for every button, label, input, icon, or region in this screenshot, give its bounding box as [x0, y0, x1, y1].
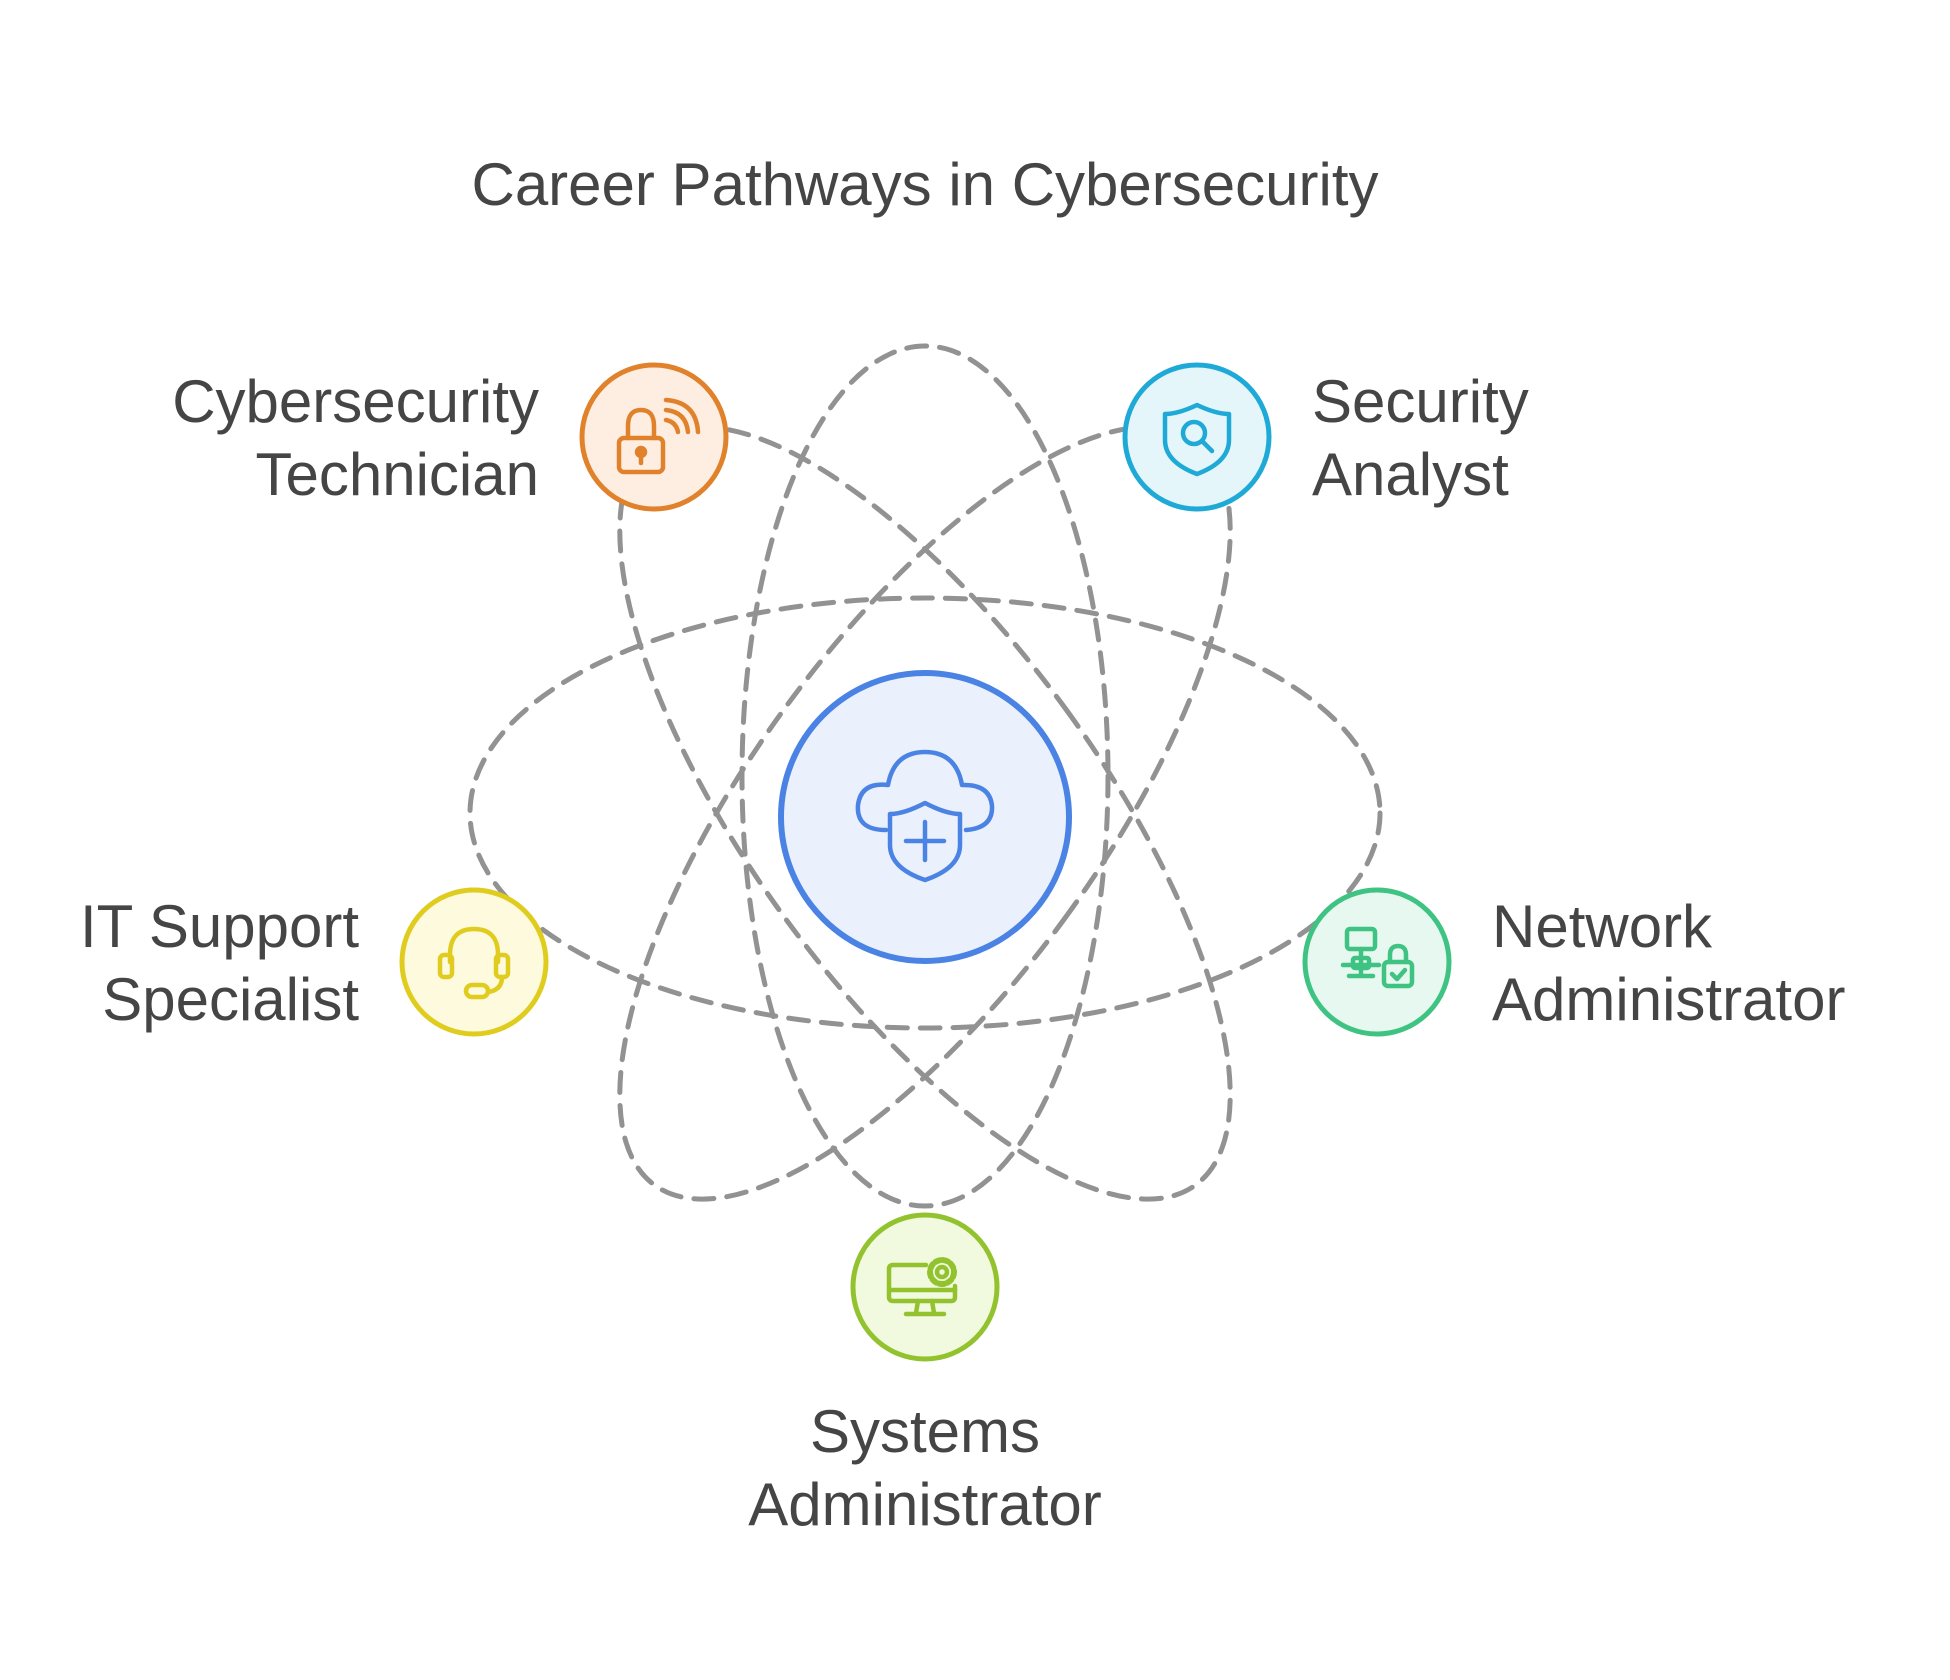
- shield-search-icon: [1162, 402, 1232, 477]
- center-node: [778, 670, 1072, 964]
- role-label-line-1: Network: [1492, 893, 1713, 960]
- role-label-line-2: Analyst: [1312, 441, 1509, 508]
- role-circle: [399, 887, 549, 1037]
- role-label-line-1: Cybersecurity: [172, 368, 539, 435]
- diagram-title: Career Pathways in Cybersecurity: [471, 151, 1378, 218]
- role-label-line-2: Technician: [255, 441, 539, 508]
- lock-wifi-icon: [616, 397, 701, 475]
- role-label-line-2: Administrator: [748, 1471, 1101, 1538]
- role-circle: [850, 1212, 1000, 1362]
- orbit-vertical: [739, 343, 1111, 1209]
- orbit-horizontal: [467, 595, 1383, 1031]
- role-label-line-1: Systems: [810, 1398, 1040, 1465]
- role-label-line-1: Security: [1312, 368, 1529, 435]
- monitor-gear-icon: [886, 1257, 958, 1317]
- network-lock-icon: [1340, 926, 1415, 989]
- role-node-security-analyst: Security Analyst: [1122, 362, 1529, 512]
- role-label-line-2: Administrator: [1492, 966, 1845, 1033]
- role-circle: [1302, 887, 1452, 1037]
- center-node-circle: [778, 670, 1072, 964]
- role-label-line-1: IT Support: [80, 893, 359, 960]
- headset-icon: [437, 926, 511, 1000]
- role-node-network-administrator: Network Administrator: [1302, 887, 1845, 1037]
- role-label-line-2: Specialist: [102, 966, 359, 1033]
- role-node-it-support-specialist: IT Support Specialist: [80, 887, 549, 1037]
- cloud-shield-icon: [855, 749, 995, 883]
- role-node-systems-administrator: Systems Administrator: [748, 1212, 1102, 1538]
- role-node-cybersecurity-technician: Cybersecurity Technician: [172, 362, 729, 512]
- role-circle: [1122, 362, 1272, 512]
